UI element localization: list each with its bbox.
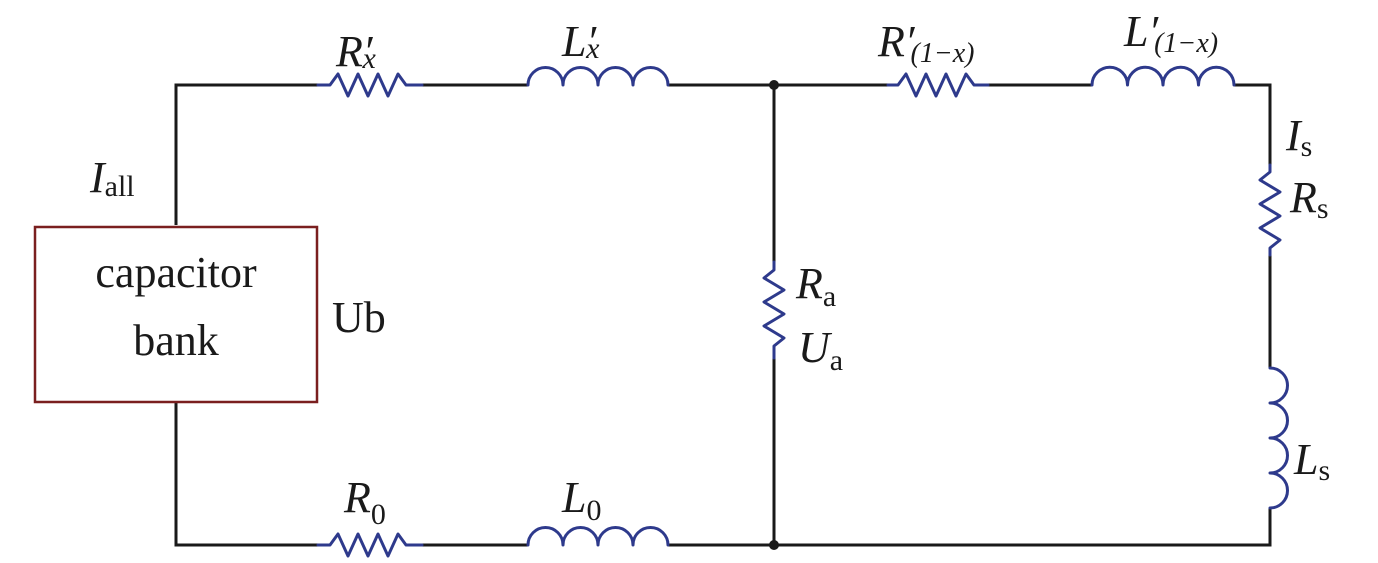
label-rs: Rs — [1289, 173, 1329, 225]
label-ra: Ra — [795, 259, 836, 313]
label-ua-main: U — [798, 323, 833, 372]
label-i-all-main: I — [89, 153, 107, 202]
label-rs-sub: s — [1317, 192, 1329, 225]
resistor-r1x — [886, 72, 990, 98]
resistor-rs — [1258, 163, 1282, 257]
label-l0-sub: 0 — [586, 494, 601, 527]
label-r1x-main: R′ — [877, 17, 916, 66]
inductor-lx — [526, 66, 670, 87]
label-rx-main: R′ — [335, 27, 374, 76]
wire-right-bottom — [668, 508, 1272, 547]
label-rx: R′x — [335, 27, 377, 76]
label-lx: L′x — [561, 17, 600, 66]
label-l1x-main: L′ — [1123, 7, 1159, 56]
junction-bottom — [769, 540, 779, 550]
label-lx-sub: x — [585, 32, 600, 65]
wire-top-right — [1234, 83, 1272, 165]
resistor-ra — [762, 260, 786, 360]
label-ls-sub: s — [1318, 454, 1330, 487]
resistor-r0 — [316, 532, 424, 558]
label-r0-main: R — [343, 473, 371, 522]
label-r0: R0 — [343, 473, 386, 531]
resistor-rx — [316, 72, 424, 98]
junction-top — [769, 80, 779, 90]
wire-left-bottom — [174, 402, 318, 547]
label-rx-sub: x — [362, 42, 377, 75]
label-l1x: L′(1−x) — [1123, 7, 1218, 59]
label-ls: Ls — [1293, 435, 1330, 487]
label-ls-main: L — [1293, 435, 1318, 484]
label-ra-main: R — [795, 259, 823, 308]
label-r1x: R′(1−x) — [877, 17, 975, 69]
label-l0-main: L — [561, 473, 586, 522]
inductor-l0 — [526, 526, 670, 547]
label-is: Is — [1285, 111, 1312, 163]
capacitor-bank-line2: bank — [133, 316, 219, 365]
label-r1x-sub: (1−x) — [911, 38, 975, 69]
label-rs-main: R — [1289, 173, 1317, 222]
label-r0-sub: 0 — [371, 498, 386, 531]
label-i-all: Iall — [89, 153, 135, 203]
label-ua-sub: a — [830, 344, 843, 377]
wire-left-top — [174, 83, 318, 225]
label-l0: L0 — [561, 473, 601, 527]
label-is-main: I — [1285, 111, 1303, 160]
label-i-all-sub: all — [105, 170, 135, 203]
capacitor-bank-box — [33, 225, 319, 404]
label-l1x-sub: (1−x) — [1154, 28, 1218, 59]
label-ua: Ua — [798, 323, 843, 377]
inductor-ls — [1268, 366, 1289, 510]
label-ub: Ub — [332, 293, 386, 342]
label-ra-sub: a — [823, 280, 836, 313]
label-is-sub: s — [1301, 130, 1313, 163]
capacitor-bank-line1: capacitor — [95, 248, 257, 297]
inductor-l1x — [1090, 65, 1236, 87]
label-lx-main: L′ — [561, 17, 597, 66]
wires — [174, 83, 1272, 547]
